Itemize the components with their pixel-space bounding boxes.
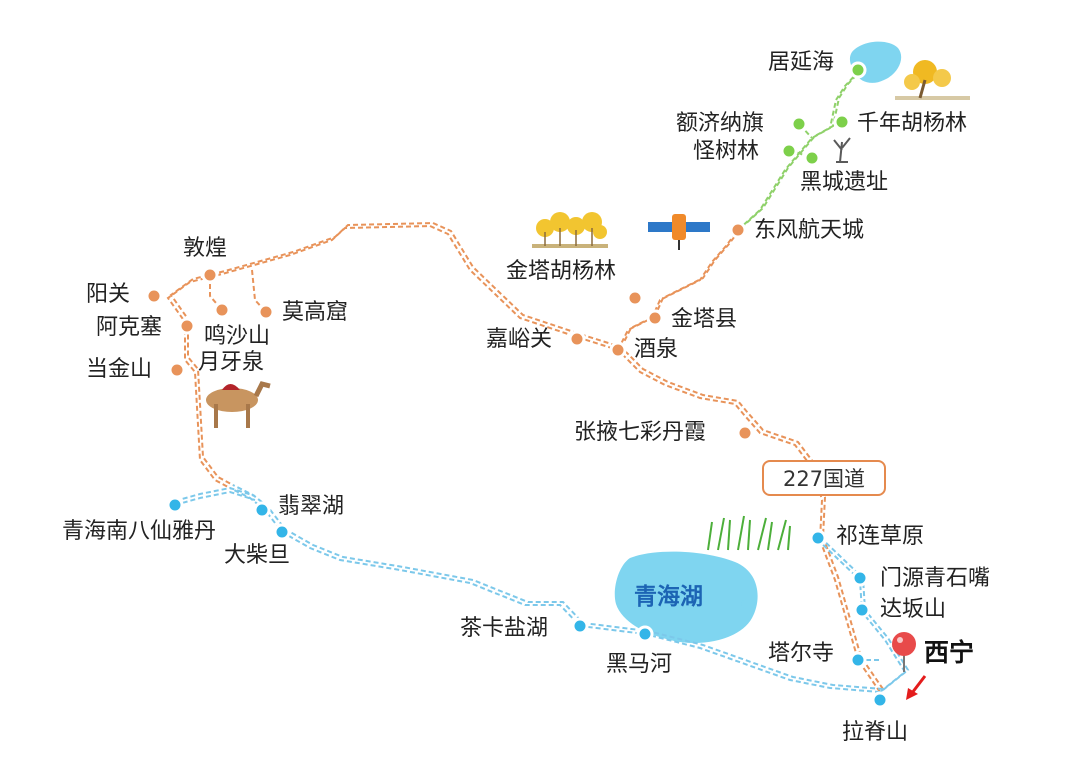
label-jinta: 金塔县	[671, 307, 738, 332]
label-akesai: 阿克塞	[96, 315, 163, 340]
label-xining: 西宁	[924, 638, 975, 667]
stop-ejina[interactable]	[790, 115, 808, 133]
label-jiayuguan: 嘉峪关	[486, 327, 553, 352]
label-qilian: 祁连草原	[836, 524, 925, 549]
label-daban: 达坂山	[880, 597, 947, 622]
stop-mogao[interactable]	[257, 303, 275, 321]
stop-feicui[interactable]	[253, 501, 271, 519]
huyang-tree-illustration	[895, 60, 970, 100]
label-dongfeng: 东风航天城	[754, 218, 865, 243]
arrow-icon	[906, 675, 927, 700]
stop-taer[interactable]	[849, 651, 867, 669]
stop-mingsha[interactable]	[213, 301, 231, 319]
qinghai-lake-shape	[614, 551, 758, 644]
stop-dachaidan[interactable]	[273, 523, 291, 541]
stop-zhangye[interactable]	[736, 424, 754, 442]
label-yangguan: 阳关	[86, 282, 131, 307]
camel-illustration	[206, 381, 271, 428]
label-dachaidan: 大柴旦	[224, 543, 291, 568]
orange-stops	[145, 221, 754, 442]
grassland-illustration	[707, 515, 791, 551]
stop-jinta[interactable]	[646, 309, 664, 327]
label-qiannian: 千年胡杨林	[857, 111, 968, 136]
xining-pin-icon[interactable]	[892, 632, 916, 672]
blue-stops	[166, 496, 889, 709]
label-lajishan: 拉脊山	[842, 720, 909, 745]
stop-dangjin[interactable]	[168, 361, 186, 379]
stop-heima[interactable]	[636, 625, 654, 643]
stop-jiuquan[interactable]	[609, 341, 627, 359]
stop-qilian[interactable]	[809, 529, 827, 547]
stop-juyanhai[interactable]	[849, 61, 867, 79]
label-dangjin: 当金山	[86, 357, 153, 382]
stop-badian[interactable]	[166, 496, 184, 514]
dead-tree-illustration	[833, 137, 851, 163]
stop-yangguan[interactable]	[145, 287, 163, 305]
label-jiuquan: 酒泉	[634, 337, 679, 362]
stop-qiannian[interactable]	[833, 113, 851, 131]
stop-chaka[interactable]	[571, 617, 589, 635]
satellite-illustration	[648, 214, 710, 250]
label-ejina: 额济纳旗	[676, 111, 765, 136]
huyang-forest-illustration	[532, 212, 608, 248]
stop-jiayuguan[interactable]	[568, 330, 586, 348]
stop-dongfeng[interactable]	[729, 221, 747, 239]
stop-akesai[interactable]	[178, 317, 196, 335]
label-heicheng: 黑城遗址	[800, 170, 889, 195]
label-mogao: 莫高窟	[282, 300, 349, 325]
label-feicui: 翡翠湖	[278, 494, 345, 519]
stop-daban[interactable]	[853, 601, 871, 619]
label-taer: 塔尔寺	[768, 641, 835, 666]
label-chaka: 茶卡盐湖	[460, 616, 549, 641]
stop-jinta-huyang[interactable]	[626, 289, 644, 307]
label-mingsha: 鸣沙山	[204, 324, 271, 349]
label-menyuan: 门源青石嘴	[880, 566, 991, 591]
road-label-227: 227国道	[762, 460, 886, 496]
label-qinghai-lake: 青海湖	[634, 584, 703, 610]
stop-heicheng[interactable]	[803, 149, 821, 167]
label-badian: 青海南八仙雅丹	[62, 519, 217, 544]
label-yueya: 月牙泉	[198, 350, 265, 375]
stop-lajishan[interactable]	[871, 691, 889, 709]
label-heima: 黑马河	[606, 652, 673, 677]
stop-guaishulin[interactable]	[780, 142, 798, 160]
label-guaishulin: 怪树林	[693, 139, 760, 164]
label-jinta-huyang: 金塔胡杨林	[506, 259, 617, 284]
label-dunhuang: 敦煌	[183, 236, 228, 261]
label-juyanhai: 居延海	[768, 50, 835, 75]
stop-menyuan[interactable]	[851, 569, 869, 587]
qinghai-lake-islet	[741, 599, 755, 609]
stop-dunhuang[interactable]	[201, 266, 219, 284]
green-stops	[780, 61, 867, 167]
label-zhangye: 张掖七彩丹霞	[574, 420, 707, 445]
